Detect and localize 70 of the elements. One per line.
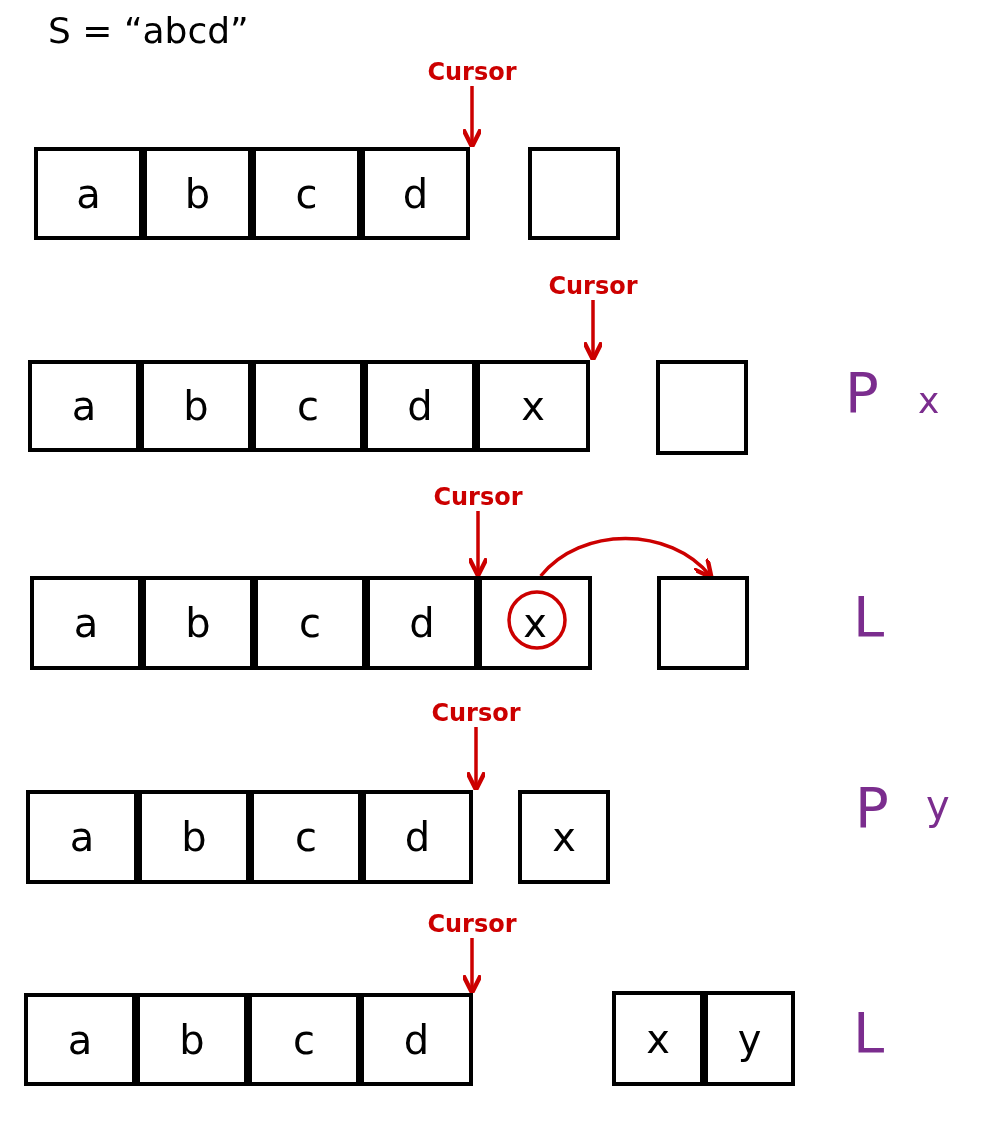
cell-letter: b [185,600,211,646]
empty-box [657,576,749,670]
array-cell [142,576,254,670]
cell-letter: d [407,383,433,429]
operation-label: L [853,584,885,649]
operation-label: P [855,775,889,840]
cursor-label: Cursor [420,483,536,511]
array-cell [360,993,473,1086]
array-cell [361,147,470,240]
array-cell [250,790,362,884]
array-cell [24,993,136,1086]
array-cell [248,993,360,1086]
operation-label: y [926,782,950,828]
cell-letter: x [552,814,576,860]
pointer-arrow [461,938,483,995]
array-cell [704,991,795,1086]
array-cell [252,360,364,452]
array-cell [138,790,250,884]
pointer-arrow [582,300,604,362]
cell-letter: d [402,170,429,217]
pointer-arrow [467,511,489,578]
cell-letter: c [295,814,317,860]
array-cell [143,147,252,240]
cell-letter: d [409,600,435,646]
array-cell [478,576,592,670]
operation-label: L [853,1000,885,1065]
cell-letter: c [295,170,318,217]
array-cell [476,360,590,452]
array-cell [252,147,361,240]
cell-letter: d [404,814,431,860]
array-cell [34,147,143,240]
array-cell [140,360,252,452]
cell-letter: x [523,600,547,646]
array-cell [362,790,473,884]
cell-letter: a [67,1016,93,1063]
cell-letter: c [297,383,319,429]
cell-letter: b [184,170,211,217]
pointer-arrow [465,727,487,792]
array-cell [366,576,478,670]
operation-label: P [845,360,879,425]
cursor-label: Cursor [418,699,534,727]
array-cell [254,576,366,670]
array-cell [26,790,138,884]
cell-letter: x [521,383,545,429]
cell-letter: d [403,1016,430,1063]
cell-letter: a [71,383,97,429]
string-definition: S = “abcd” [48,10,249,51]
cell-letter: c [299,600,321,646]
cursor-label: Cursor [420,58,524,86]
operation-label: x [918,380,940,421]
cell-letter: a [76,170,101,217]
empty-box [656,360,748,455]
cell-letter: a [69,814,95,860]
cell-letter: a [73,600,99,646]
cell-letter: b [183,383,209,429]
pointer-arrow [461,86,483,149]
cell-letter: b [181,814,207,860]
empty-box [528,147,620,240]
cell-letter: b [179,1016,205,1063]
array-cell [28,360,140,452]
array-cell [612,991,704,1086]
array-cell [518,790,610,884]
array-cell [364,360,476,452]
cell-letter: y [737,1015,762,1062]
cursor-label: Cursor [535,272,651,300]
array-cell [136,993,248,1086]
cursor-label: Cursor [414,910,530,938]
cell-letter: c [293,1016,315,1063]
array-cell [30,576,142,670]
cell-letter: x [646,1015,670,1062]
